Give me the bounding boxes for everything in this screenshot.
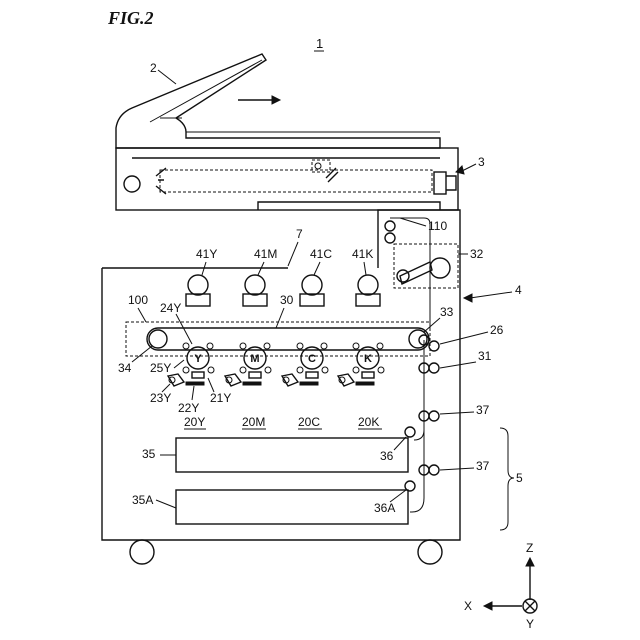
label-35: 35 [142, 447, 156, 461]
label-36a: 36A [374, 501, 395, 515]
label-34: 34 [118, 361, 132, 375]
leader-37-upper [440, 412, 474, 414]
paper-cassette-35 [176, 438, 408, 472]
leader-41c [314, 262, 320, 275]
exposure-unit [186, 275, 210, 306]
registration-rollers [419, 363, 439, 373]
leader-100 [138, 308, 146, 322]
conveyance-rollers-lower [419, 465, 439, 475]
axis-z-label: Z [526, 541, 533, 555]
exposure-unit [243, 275, 267, 306]
label-23y: 23Y [150, 391, 171, 405]
axis-y-label: Y [526, 617, 534, 631]
arrow-4-icon [464, 294, 472, 302]
pickup-roller-36a [405, 481, 415, 491]
label-30: 30 [280, 293, 294, 307]
arrow-3-icon [456, 166, 464, 174]
label-37-lower: 37 [476, 459, 490, 473]
leader-22y [192, 386, 194, 400]
leader-41k [364, 262, 366, 275]
leader-21y [208, 378, 214, 392]
exposure-unit [356, 275, 380, 306]
label-4: 4 [515, 283, 522, 297]
coordinate-axes [484, 558, 537, 613]
drum-letter-c: C [308, 353, 316, 365]
label-22y: 22Y [178, 401, 199, 415]
label-21y: 21Y [210, 391, 231, 405]
sheet-feed-bracket [500, 428, 514, 530]
label-7: 7 [296, 227, 303, 241]
leader-36 [394, 437, 406, 450]
leader-30 [276, 308, 284, 328]
label-100: 100 [128, 293, 148, 307]
fixing-unit [394, 244, 458, 288]
label-24y: 24Y [160, 301, 181, 315]
leader-25y [174, 360, 184, 368]
figure-title: FIG.2 [107, 8, 154, 28]
label-3: 3 [478, 155, 485, 169]
label-33: 33 [440, 305, 454, 319]
exposure-unit [300, 275, 324, 306]
label-2: 2 [150, 61, 157, 75]
axis-x-label: X [464, 599, 472, 613]
leader-36a [390, 490, 406, 502]
label-26: 26 [490, 323, 504, 337]
drum-letter-y: Y [194, 353, 202, 365]
pickup-roller-36 [405, 427, 415, 437]
feet [130, 540, 442, 564]
drum-letter-m: M [250, 353, 259, 365]
exposure-label-c: 41C [310, 247, 332, 261]
leader-31 [440, 362, 476, 368]
device-number: 1 [316, 36, 323, 51]
label-37-upper: 37 [476, 403, 490, 417]
drum-letter-k: K [364, 353, 372, 365]
leader-110 [400, 218, 426, 226]
label-36: 36 [380, 449, 394, 463]
leader-24y [176, 314, 192, 344]
station-label-k: 20K [358, 415, 379, 429]
label-110: 110 [428, 219, 447, 233]
leader-26 [440, 332, 488, 344]
transfer-unit-boundary [126, 322, 430, 356]
station-label-y: 20Y [184, 415, 205, 429]
leader-7 [288, 242, 298, 266]
label-32: 32 [470, 247, 484, 261]
scanner-unit [116, 148, 458, 210]
exposure-label-k: 41K [352, 247, 373, 261]
leader-37-lower [440, 468, 474, 470]
exposure-label-m: 41M [254, 247, 277, 261]
exposure-label-y: 41Y [196, 247, 217, 261]
label-25y: 25Y [150, 361, 171, 375]
leader-4 [470, 292, 512, 298]
station-label-m: 20M [242, 415, 265, 429]
leader-34 [132, 346, 152, 362]
leader-2 [158, 70, 176, 84]
conveyance-rollers-upper [419, 411, 439, 421]
label-31: 31 [478, 349, 492, 363]
station-label-c: 20C [298, 415, 320, 429]
label-35a: 35A [132, 493, 153, 507]
feed-direction-arrow-icon [238, 96, 280, 104]
leader-35a [156, 500, 176, 508]
leader-33 [424, 318, 440, 332]
label-5: 5 [516, 471, 523, 485]
